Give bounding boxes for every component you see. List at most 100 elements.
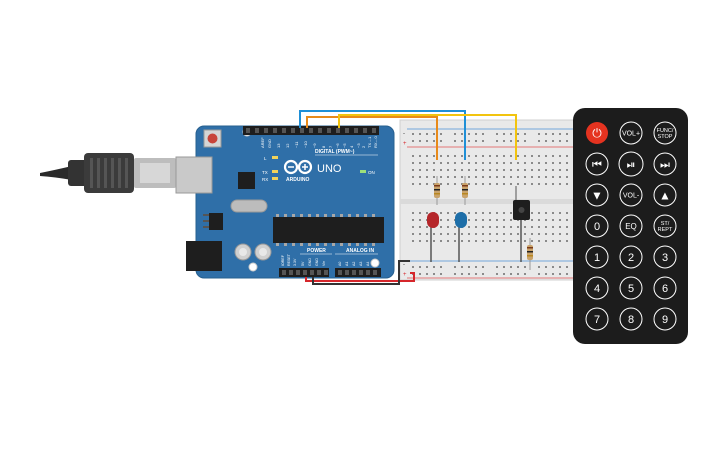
breadboard-hole <box>545 266 547 268</box>
arduino-board[interactable]: AREF GND 13 12 ~11 ~10 ~9 8 7 ~6 ~5 4 ~3… <box>175 125 395 279</box>
breadboard-hole <box>419 162 421 164</box>
breadboard-hole <box>489 226 491 228</box>
breadboard-hole <box>566 219 568 221</box>
breadboard-hole <box>468 212 470 214</box>
reset-button[interactable] <box>207 133 218 144</box>
breadboard-hole <box>461 233 463 235</box>
breadboard-hole <box>475 240 477 242</box>
breadboard-hole <box>489 240 491 242</box>
breadboard-hole <box>468 155 470 157</box>
wire-orange[interactable] <box>306 116 438 160</box>
key-3-button[interactable] <box>653 245 677 269</box>
breadboard-hole <box>426 273 428 275</box>
breadboard-hole <box>461 140 463 142</box>
st-rept-button[interactable] <box>653 214 677 238</box>
breadboard-hole <box>482 162 484 164</box>
down-arrow-icon: ▼ <box>591 189 603 203</box>
breadboard-hole <box>440 133 442 135</box>
breadboard-hole <box>566 273 568 275</box>
breadboard-hole <box>503 155 505 157</box>
key-4-button[interactable] <box>585 276 609 300</box>
breadboard-hole <box>433 162 435 164</box>
breadboard-hole <box>454 266 456 268</box>
breadboard-hole <box>468 176 470 178</box>
breadboard-hole <box>496 226 498 228</box>
breadboard-hole <box>545 273 547 275</box>
wires[interactable] <box>299 110 517 285</box>
breadboard-hole <box>475 176 477 178</box>
wire-yellow[interactable] <box>338 114 517 160</box>
wire-blue[interactable] <box>299 110 466 160</box>
breadboard[interactable]: - + - + <box>399 119 586 281</box>
func-stop-button[interactable] <box>653 121 677 145</box>
breadboard-hole <box>552 212 554 214</box>
breadboard-hole <box>538 240 540 242</box>
down-button[interactable] <box>585 183 609 207</box>
key-1-button[interactable] <box>585 245 609 269</box>
breadboard-hole <box>538 233 540 235</box>
breadboard-hole <box>566 176 568 178</box>
up-arrow-icon: ▲ <box>659 189 671 203</box>
breadboard-hole <box>468 133 470 135</box>
breadboard-hole <box>489 176 491 178</box>
vol-up-button[interactable] <box>619 121 643 145</box>
pin-label: 4 <box>349 145 354 148</box>
red-led[interactable] <box>427 212 439 262</box>
breadboard-hole <box>419 133 421 135</box>
breadboard-hole <box>545 212 547 214</box>
breadboard-hole <box>503 183 505 185</box>
breadboard-hole <box>475 219 477 221</box>
play-pause-button[interactable] <box>618 151 644 177</box>
key-9-button[interactable] <box>653 307 677 331</box>
power-button[interactable] <box>586 122 608 144</box>
breadboard-hole <box>538 176 540 178</box>
key-5-button[interactable] <box>619 276 643 300</box>
next-button[interactable] <box>653 152 677 176</box>
vol-down-button[interactable] <box>619 183 643 207</box>
breadboard-hole <box>447 169 449 171</box>
breadboard-hole <box>440 140 442 142</box>
breadboard-hole <box>482 183 484 185</box>
breadboard-hole <box>475 266 477 268</box>
key-0-button[interactable] <box>585 214 609 238</box>
breadboard-hole <box>475 183 477 185</box>
brand-label: ARDUINO <box>286 177 309 183</box>
breadboard-hole <box>524 176 526 178</box>
breadboard-hole <box>468 233 470 235</box>
ir-remote[interactable]: ⏻ VOL+ FUNC/ STOP ⏮ ⏯ ⏭ ▼ VOL- ▲ 0 EQ ST… <box>573 108 688 344</box>
breadboard-hole <box>482 233 484 235</box>
breadboard-hole <box>426 140 428 142</box>
key-2-button[interactable] <box>619 245 643 269</box>
breadboard-hole <box>419 155 421 157</box>
breadboard-hole <box>531 176 533 178</box>
breadboard-hole <box>503 273 505 275</box>
resistor[interactable] <box>462 176 468 205</box>
key-6-button[interactable] <box>653 276 677 300</box>
key-7-button[interactable] <box>585 307 609 331</box>
ir-receiver[interactable] <box>513 186 530 262</box>
key-8-button[interactable] <box>619 307 643 331</box>
rail-minus-label: - <box>403 262 405 268</box>
key-9-label: 9 <box>662 314 668 326</box>
prev-button[interactable] <box>585 152 609 176</box>
breadboard-hole <box>538 140 540 142</box>
breadboard-hole <box>440 273 442 275</box>
wire-black[interactable] <box>312 260 410 285</box>
pin-label: RESET <box>287 253 291 266</box>
breadboard-hole <box>545 155 547 157</box>
resistor[interactable] <box>527 238 533 270</box>
blue-led[interactable] <box>455 212 467 262</box>
breadboard-hole <box>559 169 561 171</box>
up-button[interactable] <box>653 183 677 207</box>
resistor[interactable] <box>434 176 440 205</box>
eq-button[interactable] <box>619 214 643 238</box>
usb-cable[interactable] <box>40 153 176 193</box>
breadboard-hole <box>496 176 498 178</box>
center-channel <box>400 199 585 204</box>
breadboard-hole <box>552 273 554 275</box>
wire-red[interactable] <box>305 272 415 282</box>
breadboard-hole <box>412 240 414 242</box>
breadboard-hole <box>433 176 435 178</box>
breadboard-hole <box>538 226 540 228</box>
breadboard-hole <box>566 226 568 228</box>
